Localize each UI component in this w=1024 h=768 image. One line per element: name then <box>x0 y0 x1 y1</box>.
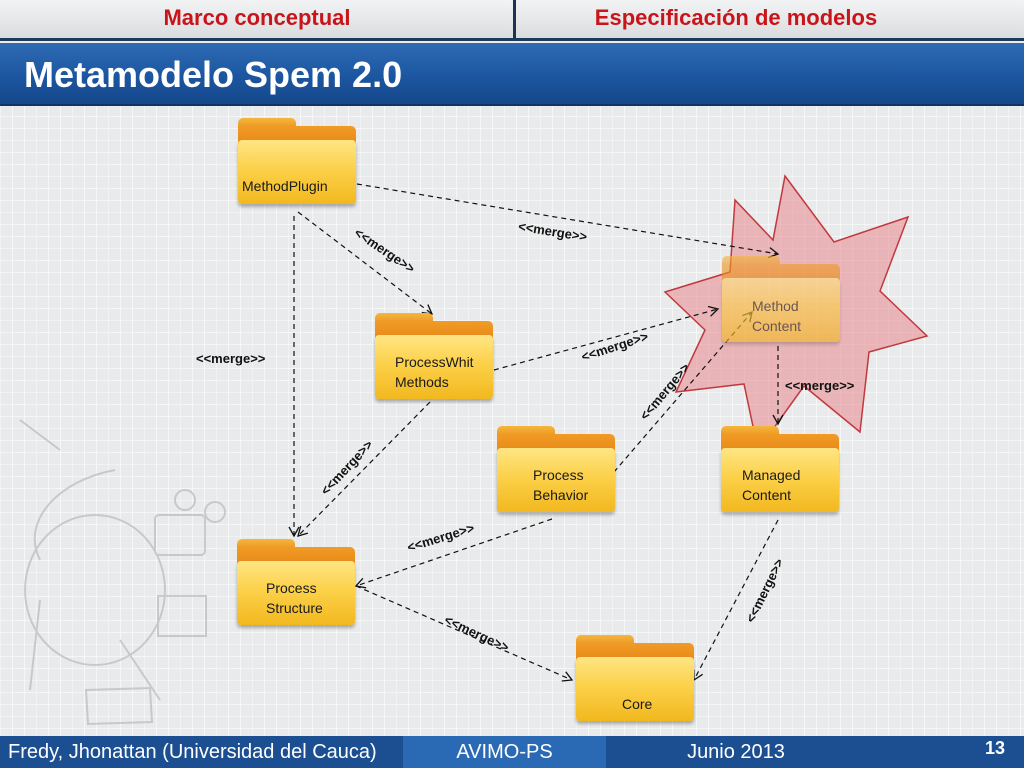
package-label: Core <box>622 696 653 712</box>
slide-title: Metamodelo Spem 2.0 <box>24 54 403 95</box>
package-core[interactable]: Core <box>576 633 694 725</box>
package-label: Behavior <box>533 487 589 503</box>
package-process-structure[interactable]: Process Structure <box>237 537 355 629</box>
package-process-behavior[interactable]: Process Behavior <box>497 424 615 516</box>
package-label: Structure <box>266 600 323 616</box>
slide-background <box>0 104 1024 736</box>
top-navigation: Marco conceptual Especificación de model… <box>0 0 1024 41</box>
footer-date: Junio 2013 <box>606 736 866 768</box>
package-label: Process <box>266 580 317 596</box>
package-label: ProcessWhit <box>395 354 474 370</box>
package-label: Managed <box>742 467 801 483</box>
package-method-plugin[interactable]: MethodPlugin <box>238 116 356 208</box>
nav-especificacion-modelos[interactable]: Especificación de modelos <box>594 5 878 30</box>
nav-divider <box>0 38 1024 41</box>
package-label: Content <box>752 318 802 334</box>
nav-marco-conceptual[interactable]: Marco conceptual <box>163 5 351 30</box>
package-label: Methods <box>395 374 449 390</box>
package-method-content[interactable]: Method Content <box>722 254 840 346</box>
package-label: Method <box>752 298 799 314</box>
nav-separator <box>513 0 516 40</box>
footer-author: Fredy, Jhonattan (Universidad del Cauca) <box>0 736 403 768</box>
merge-label-content-managed: <<merge>> <box>785 378 855 393</box>
package-label: Process <box>533 467 584 483</box>
footer-project: AVIMO-PS <box>403 736 606 768</box>
footer-bar: Fredy, Jhonattan (Universidad del Cauca)… <box>0 736 1024 768</box>
package-process-whit-methods[interactable]: ProcessWhit Methods <box>375 311 493 403</box>
merge-label-plugin-structure: <<merge>> <box>196 351 266 366</box>
page-number: 13 <box>984 738 1006 758</box>
package-label: Content <box>742 487 792 503</box>
package-label: MethodPlugin <box>242 178 328 194</box>
title-bar: Metamodelo Spem 2.0 <box>0 43 1024 106</box>
package-managed-content[interactable]: Managed Content <box>721 424 839 516</box>
